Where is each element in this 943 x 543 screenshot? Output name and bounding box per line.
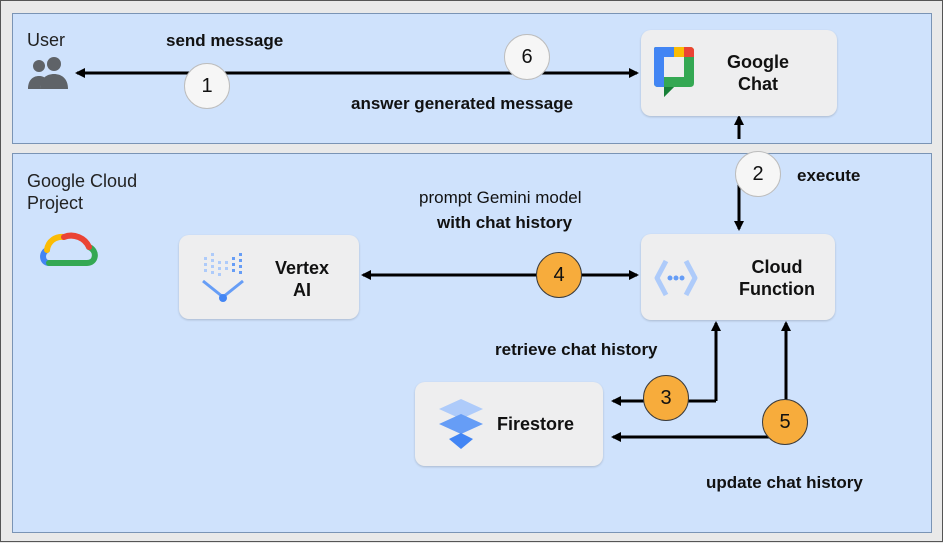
step-1-badge: 1 [184,63,230,109]
step-6-label: answer generated message [351,94,574,113]
step-4-label-line1: prompt Gemini model [419,188,582,207]
cloud-zone-title: Google Cloud Project [27,171,138,213]
step-3-label: retrieve chat history [495,340,658,359]
google-chat-label: Google Chat [727,52,789,94]
firestore-icon [439,399,483,449]
cloud-function-card[interactable] [641,234,835,320]
step-4-badge: 4 [536,252,582,298]
step-2-badge: 2 [735,151,781,197]
vertex-ai-icon [202,253,244,302]
step-1-label: send message [166,31,284,50]
step-6-badge: 6 [504,34,550,80]
vertex-ai-card[interactable] [179,235,359,319]
step-3-badge: 3 [643,375,689,421]
user-zone-title: User [27,30,66,50]
google-cloud-icon [40,232,98,266]
firestore-label: Firestore [497,414,575,434]
step-5-badge: 5 [762,399,808,445]
google-chat-icon [654,47,694,97]
users-icon [28,57,68,89]
vertex-ai-label: Vertex AI [274,258,330,300]
cloud-function-icon [654,259,698,297]
cloud-project-zone [12,153,932,533]
step-5-label: update chat history [706,473,863,492]
cloud-function-label: Cloud Function [739,257,815,299]
step-2-label: execute [797,166,861,185]
step-4-label-line2: with chat history [437,213,573,232]
